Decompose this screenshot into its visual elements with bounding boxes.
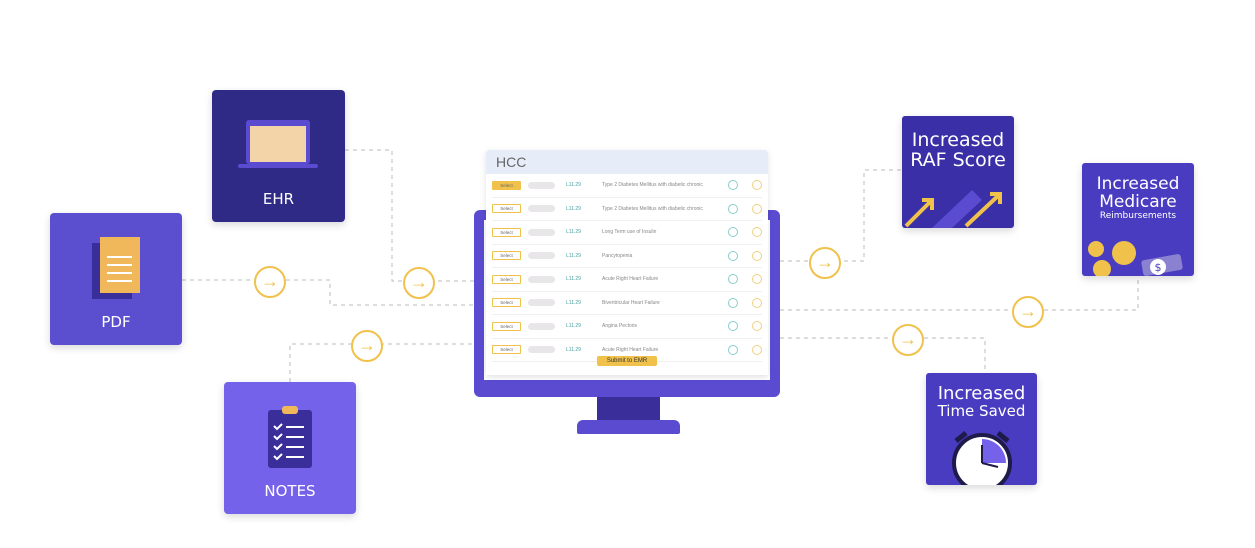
table-row: Select L11.29 Type 2 Diabetes Mellitus wit… bbox=[492, 174, 762, 198]
radio-option[interactable] bbox=[752, 203, 762, 214]
placeholder-pill bbox=[528, 228, 555, 236]
pdf-label: PDF bbox=[101, 313, 131, 331]
radio-option[interactable] bbox=[752, 180, 762, 191]
table-row: Select L11.29 Long Term use of Insulin bbox=[492, 221, 762, 245]
description: Pancytopenia bbox=[602, 252, 633, 259]
code: L11.29 bbox=[566, 323, 581, 330]
placeholder-pill bbox=[528, 322, 555, 330]
medicare-line3: Reimbursements bbox=[1099, 211, 1177, 221]
radio-option[interactable] bbox=[728, 227, 738, 238]
alarm-clock-icon bbox=[952, 431, 1012, 485]
medicare-line1: Increased bbox=[1096, 174, 1180, 194]
monitor-stand bbox=[597, 397, 660, 420]
placeholder-pill bbox=[528, 275, 555, 283]
placeholder-pill bbox=[528, 181, 555, 189]
radio-option[interactable] bbox=[728, 274, 738, 285]
description: Type 2 Diabetes Mellitus with diabetic c… bbox=[602, 205, 703, 212]
code: L11.29 bbox=[566, 299, 581, 306]
radio-option[interactable] bbox=[752, 274, 762, 285]
radio-option[interactable] bbox=[752, 321, 762, 332]
monitor-base bbox=[577, 420, 680, 434]
code: L11.29 bbox=[566, 346, 581, 353]
pdf-card: PDF bbox=[50, 213, 182, 345]
description: Type 2 Diabetes Mellitus with diabetic c… bbox=[602, 182, 703, 189]
raf-line2: RAF Score bbox=[910, 149, 1006, 171]
ehr-card: EHR bbox=[212, 90, 345, 222]
radio-option[interactable] bbox=[728, 321, 738, 332]
description: Acute Right Heart Failure bbox=[602, 346, 659, 353]
select-button[interactable]: Select bbox=[492, 180, 521, 190]
table-row: Select L11.29 Type 2 Diabetes Mellitus wit… bbox=[492, 198, 762, 221]
description: Angina Pectoris bbox=[602, 323, 638, 330]
svg-text:$: $ bbox=[1155, 261, 1162, 274]
time-line1: Increased bbox=[937, 383, 1026, 404]
select-button[interactable]: Select bbox=[492, 298, 521, 308]
time-line2: Time Saved bbox=[937, 402, 1026, 420]
select-button[interactable]: Select bbox=[492, 345, 521, 355]
arrow-right-icon: → bbox=[351, 330, 383, 362]
radio-option[interactable] bbox=[752, 297, 762, 308]
submit-to-emr-button[interactable]: Submit to EMR bbox=[597, 356, 657, 366]
arrow-right-icon: → bbox=[403, 267, 435, 299]
placeholder-pill bbox=[528, 346, 555, 354]
table-row: Select L11.29 Acute Right Heart Failure bbox=[492, 268, 762, 292]
medicare-card: Increased Medicare Reimbursements $ bbox=[1082, 163, 1194, 276]
radio-option[interactable] bbox=[728, 344, 738, 355]
placeholder-pill bbox=[528, 299, 555, 307]
radio-option[interactable] bbox=[752, 344, 762, 355]
raf-line1: Increased bbox=[911, 129, 1005, 151]
select-button[interactable]: Select bbox=[492, 204, 521, 214]
select-button[interactable]: Select bbox=[492, 321, 521, 331]
description: Biventricular Heart Failure bbox=[602, 299, 660, 306]
time-saved-card: Increased Time Saved bbox=[926, 373, 1037, 485]
ehr-label: EHR bbox=[262, 190, 295, 208]
placeholder-pill bbox=[528, 205, 555, 213]
document-icon bbox=[92, 237, 140, 299]
table-row: Select L11.29 Biventricular Heart Failure bbox=[492, 292, 762, 315]
trend-arrows-icon bbox=[904, 190, 1002, 228]
laptop-icon bbox=[238, 120, 318, 168]
code: L11.29 bbox=[566, 182, 581, 189]
arrow-right-icon: → bbox=[1012, 296, 1044, 328]
code: L11.29 bbox=[566, 205, 581, 212]
code: L11.29 bbox=[566, 229, 581, 236]
radio-option[interactable] bbox=[752, 250, 762, 261]
radio-option[interactable] bbox=[728, 203, 738, 214]
radio-option[interactable] bbox=[728, 180, 738, 191]
arrow-right-icon: → bbox=[892, 324, 924, 356]
radio-option[interactable] bbox=[752, 227, 762, 238]
select-button[interactable]: Select bbox=[492, 251, 521, 261]
table-row: Select L11.29 Pancytopenia bbox=[492, 245, 762, 268]
radio-option[interactable] bbox=[728, 297, 738, 308]
notes-card: NOTES bbox=[224, 382, 356, 514]
checklist-icon bbox=[268, 406, 312, 468]
radio-option[interactable] bbox=[728, 250, 738, 261]
placeholder-pill bbox=[528, 252, 555, 260]
description: Acute Right Heart Failure bbox=[602, 276, 659, 283]
coins-icon: $ bbox=[1088, 241, 1183, 276]
arrow-right-icon: → bbox=[809, 247, 841, 279]
description: Long Term use of Insulin bbox=[602, 229, 657, 236]
notes-label: NOTES bbox=[264, 482, 316, 500]
code: L11.29 bbox=[566, 252, 581, 259]
hcc-title: HCC bbox=[486, 150, 768, 174]
select-button[interactable]: Select bbox=[492, 274, 521, 284]
arrow-right-icon: → bbox=[254, 266, 286, 298]
table-row: Select L11.29 Angina Pectoris bbox=[492, 315, 762, 339]
raf-score-card: Increased RAF Score bbox=[902, 116, 1014, 228]
select-button[interactable]: Select bbox=[492, 227, 521, 237]
medicare-line2: Medicare bbox=[1099, 192, 1177, 212]
code: L11.29 bbox=[566, 276, 581, 283]
